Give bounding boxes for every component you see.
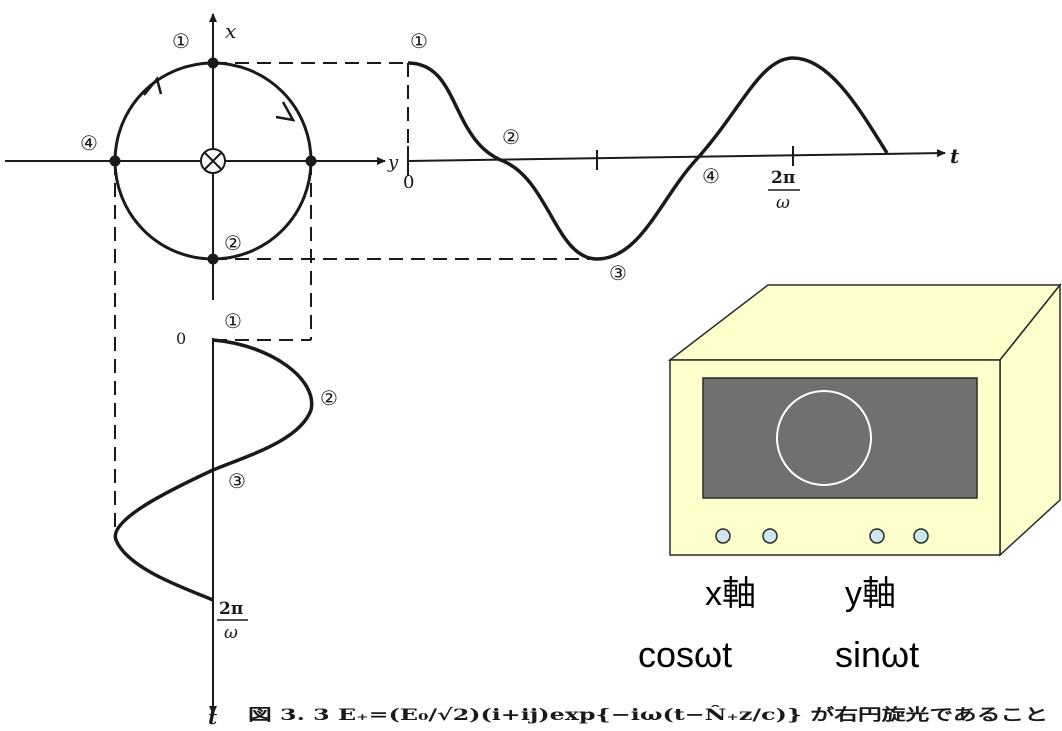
zero-label-bottom: 0 [176, 329, 186, 348]
oscilloscope-screen [702, 377, 978, 499]
wave-label-3: ③ [609, 261, 627, 285]
horizontal-wave-curve [407, 56, 889, 261]
zero-label-right: 0 [403, 172, 414, 193]
figure-caption: 図 3. 3 E₊=(E₀/√2)(i+ij)exp{−iω(t−N̂₊z/c)… [248, 705, 1048, 724]
oscilloscope-circle-trace [776, 390, 872, 486]
x-axis-label: x [225, 19, 236, 43]
oscilloscope [667, 282, 1062, 557]
knob-icon [762, 528, 778, 544]
projection-lines [114, 62, 597, 535]
oscilloscope-top-face [667, 284, 1062, 361]
y-axis-label: y [387, 152, 399, 173]
x-signal-label: cosωt [638, 634, 732, 675]
period-denominator-bottom: ω [224, 623, 238, 643]
circle-direction-arrow-2 [275, 101, 296, 122]
circle-label-1: ① [172, 29, 190, 53]
vertical-wave-curve [113, 338, 314, 602]
t-axis-label-bottom: t [208, 705, 218, 729]
vwave-label-2: ② [320, 386, 338, 410]
wave-label-2: ② [502, 125, 520, 149]
vwave-label-1: ① [224, 309, 242, 333]
center-cross-2 [204, 152, 222, 170]
wave-label-4: ④ [702, 164, 720, 188]
period-numerator-right: 2π [771, 168, 795, 188]
x-axis-input-label: x軸 [705, 575, 756, 613]
circle-label-2: ② [224, 231, 242, 255]
period-denominator-right: ω [776, 193, 790, 213]
knob-icon [869, 528, 885, 544]
t-axis-label-right: t [950, 144, 960, 168]
y-signal-label: sinωt [835, 634, 919, 675]
vwave-label-3: ③ [228, 469, 246, 493]
knob-icon [715, 528, 731, 544]
y-axis-input-label: y軸 [845, 575, 896, 613]
circle-direction-arrow-1 [143, 76, 163, 96]
circle-label-4: ④ [80, 131, 98, 155]
knob-icon [913, 528, 929, 544]
wave-label-1: ① [410, 29, 428, 53]
period-numerator-bottom: 2π [219, 599, 243, 619]
